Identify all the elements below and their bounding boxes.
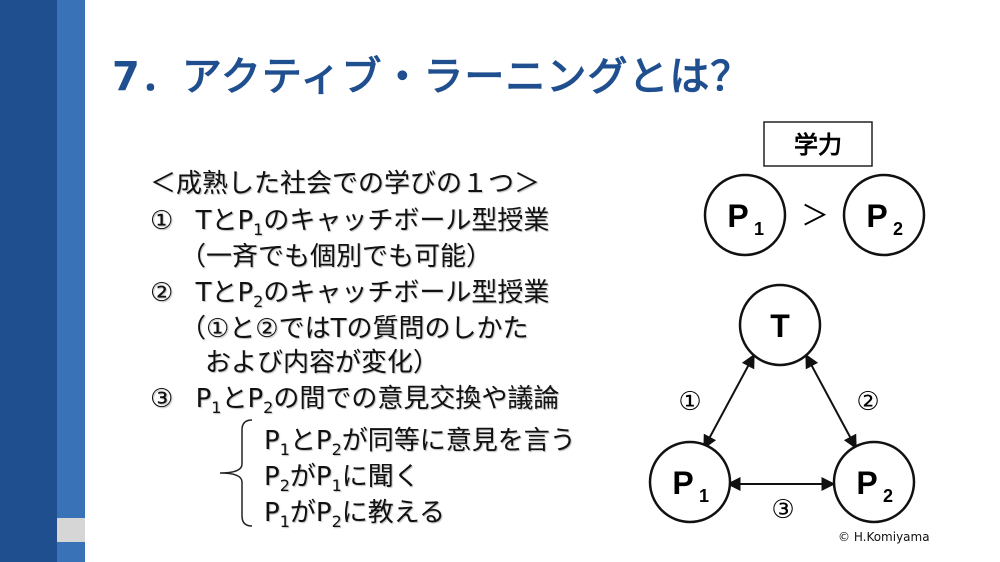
sub-1-s2: 2 [331,440,342,459]
node-p1-letter: P [672,465,693,501]
top-node-p2-letter: P [866,198,887,234]
sub-2-mid: が [289,462,316,492]
sub-line-1: P1とP2が同等に意見を言う [264,420,576,459]
node-t-label: T [770,308,790,344]
sub-3-rest: に教える [341,498,445,528]
item-2-sub: 2 [253,292,264,311]
item-1-sub: 1 [253,220,264,239]
node-p1 [648,440,732,524]
sub-line-2: P2がP1に聞く [264,456,420,495]
item-1-p: P [237,206,254,236]
ability-label: 学力 [794,131,842,159]
item-1: ① TとP1のキャッチボール型授業 [150,200,550,239]
sub-3-mid: が [289,498,316,528]
item-3-sub1: 1 [211,398,222,417]
sub-2-p1: P [264,462,280,492]
item-3: ③ P1とP2の間での意見交換や議論 [150,378,560,417]
item-2-number: ② [150,278,174,308]
edge-t-p2 [805,353,857,450]
ability-box [763,121,873,167]
node-p2-letter: P [856,465,877,501]
sub-2-s1: 2 [279,476,290,495]
item-2-p: P [237,278,254,308]
item-2-t: Tと [195,278,238,308]
sub-2-rest: に聞く [341,462,420,492]
sidebar-bar-light [57,0,85,562]
item-1-t: Tと [195,206,238,236]
sub-1-s1: 1 [279,440,290,459]
item-2-note-1: （①と②ではTの質問のしかた [180,314,529,344]
edge-t-p1 [703,353,755,450]
item-3-sub2: 2 [263,398,274,417]
top-node-p2 [842,173,926,257]
node-t [738,283,822,367]
item-3-p2: P [247,384,264,414]
sidebar-bar-dark [0,0,57,562]
sub-3-p2: P [315,498,332,528]
edge-label-3: ③ [771,495,794,525]
edge-label-2: ② [856,387,879,417]
sub-1-rest: が同等に意見を言う [341,426,576,456]
greater-than-sign: ＞ [801,199,829,232]
item-2-rest: のキャッチボール型授業 [263,278,550,308]
sub-2-s2: 1 [331,476,342,495]
node-p2 [832,440,916,524]
sub-3-p1: P [264,498,280,528]
item-3-rest: の間での意見交換や議論 [273,384,560,414]
slide-title: 7．アクティブ・ラーニングとは？ [112,54,752,100]
sub-3-s2: 2 [331,512,342,531]
sidebar-accent-gray [57,518,85,542]
item-2: ② TとP2のキャッチボール型授業 [150,272,550,311]
item-3-p1: P [195,384,212,414]
sub-1-p1: P [264,426,280,456]
node-p1-sub: 1 [699,486,709,506]
item-1-note: （一斉でも個別でも可能） [180,242,493,272]
top-node-p1-letter: P [727,198,748,234]
intro-line: ＜成熟した社会での学びの１つ＞ [150,169,541,199]
curly-brace [219,419,253,527]
node-p2-sub: 2 [883,486,893,506]
item-1-rest: のキャッチボール型授業 [263,206,550,236]
sub-line-3: P1がP2に教える [264,492,445,531]
item-1-number: ① [150,206,174,236]
item-3-mid: と [221,384,248,414]
sub-2-p2: P [315,462,332,492]
top-node-p1-sub: 1 [754,219,764,239]
edge-label-1: ① [678,387,701,417]
copyright-notice: © H.Komiyama [838,530,930,544]
top-node-p1 [703,173,787,257]
sub-3-s1: 1 [279,512,290,531]
item-3-number: ③ [150,384,174,414]
top-node-p2-sub: 2 [893,219,903,239]
sub-1-mid: と [289,426,316,456]
sub-1-p2: P [315,426,332,456]
item-2-note-2: および内容が変化） [205,348,440,378]
